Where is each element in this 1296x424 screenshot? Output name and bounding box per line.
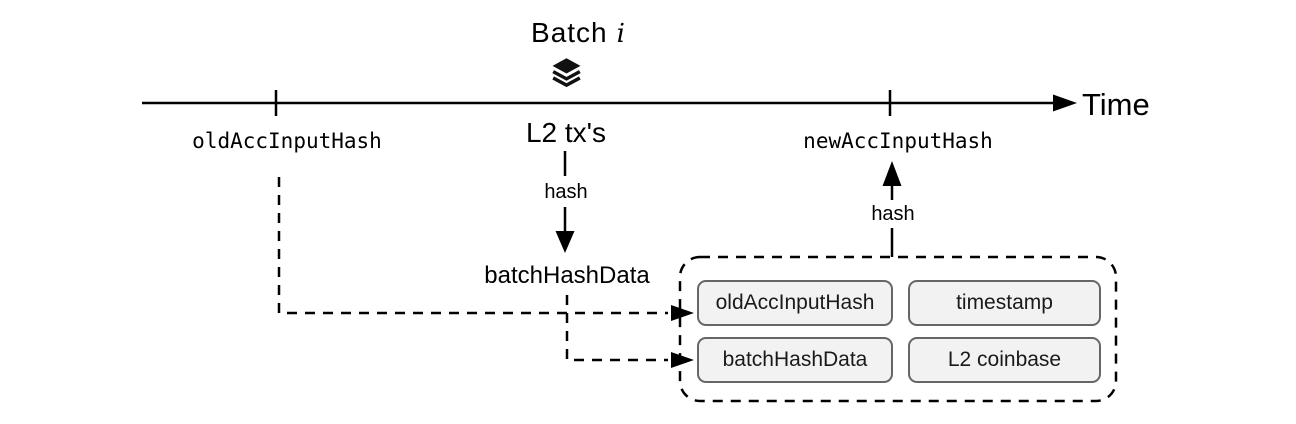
batch-fields-dashed-container [678, 255, 1118, 403]
field-box-l2-coinbase: L2 coinbase [908, 337, 1101, 383]
hash-down-arrowhead-icon [555, 231, 575, 253]
field-box-old-acc-input-hash: oldAccInputHash [697, 280, 893, 326]
batch-hash-data-dashed-connector [565, 295, 668, 362]
hash-up-arrowhead-icon [882, 161, 902, 186]
field-box-timestamp: timestamp [908, 280, 1101, 326]
l2-txs-label: L2 tx's [525, 117, 607, 148]
batch-index: i [616, 19, 625, 49]
batch-title-word: Batch [531, 17, 608, 48]
field-box-label: batchHashData [722, 348, 868, 371]
field-box-label: timestamp [956, 291, 1053, 314]
new-acc-input-hash-tick-label: newAccInputHash [803, 129, 993, 153]
field-box-label: L2 coinbase [947, 348, 1062, 371]
old-acc-input-hash-tick-label: oldAccInputHash [192, 129, 382, 153]
old-acc-input-hash-dashed-connector [277, 177, 668, 315]
hash-up-label: hash [868, 203, 918, 226]
time-axis-label: Time [1082, 87, 1150, 122]
batch-hash-data-label: batchHashData [484, 262, 650, 289]
field-box-label: oldAccInputHash [715, 291, 875, 314]
old-acc-connector-arrowhead-icon [671, 305, 694, 321]
batch-title: Batch i [531, 17, 625, 49]
batch-hash-connector-arrowhead-icon [671, 352, 694, 368]
hash-down-label: hash [541, 181, 591, 204]
field-box-batch-hash-data: batchHashData [697, 337, 893, 383]
time-axis-arrowhead-icon [1053, 94, 1077, 112]
layers-icon [551, 57, 582, 90]
